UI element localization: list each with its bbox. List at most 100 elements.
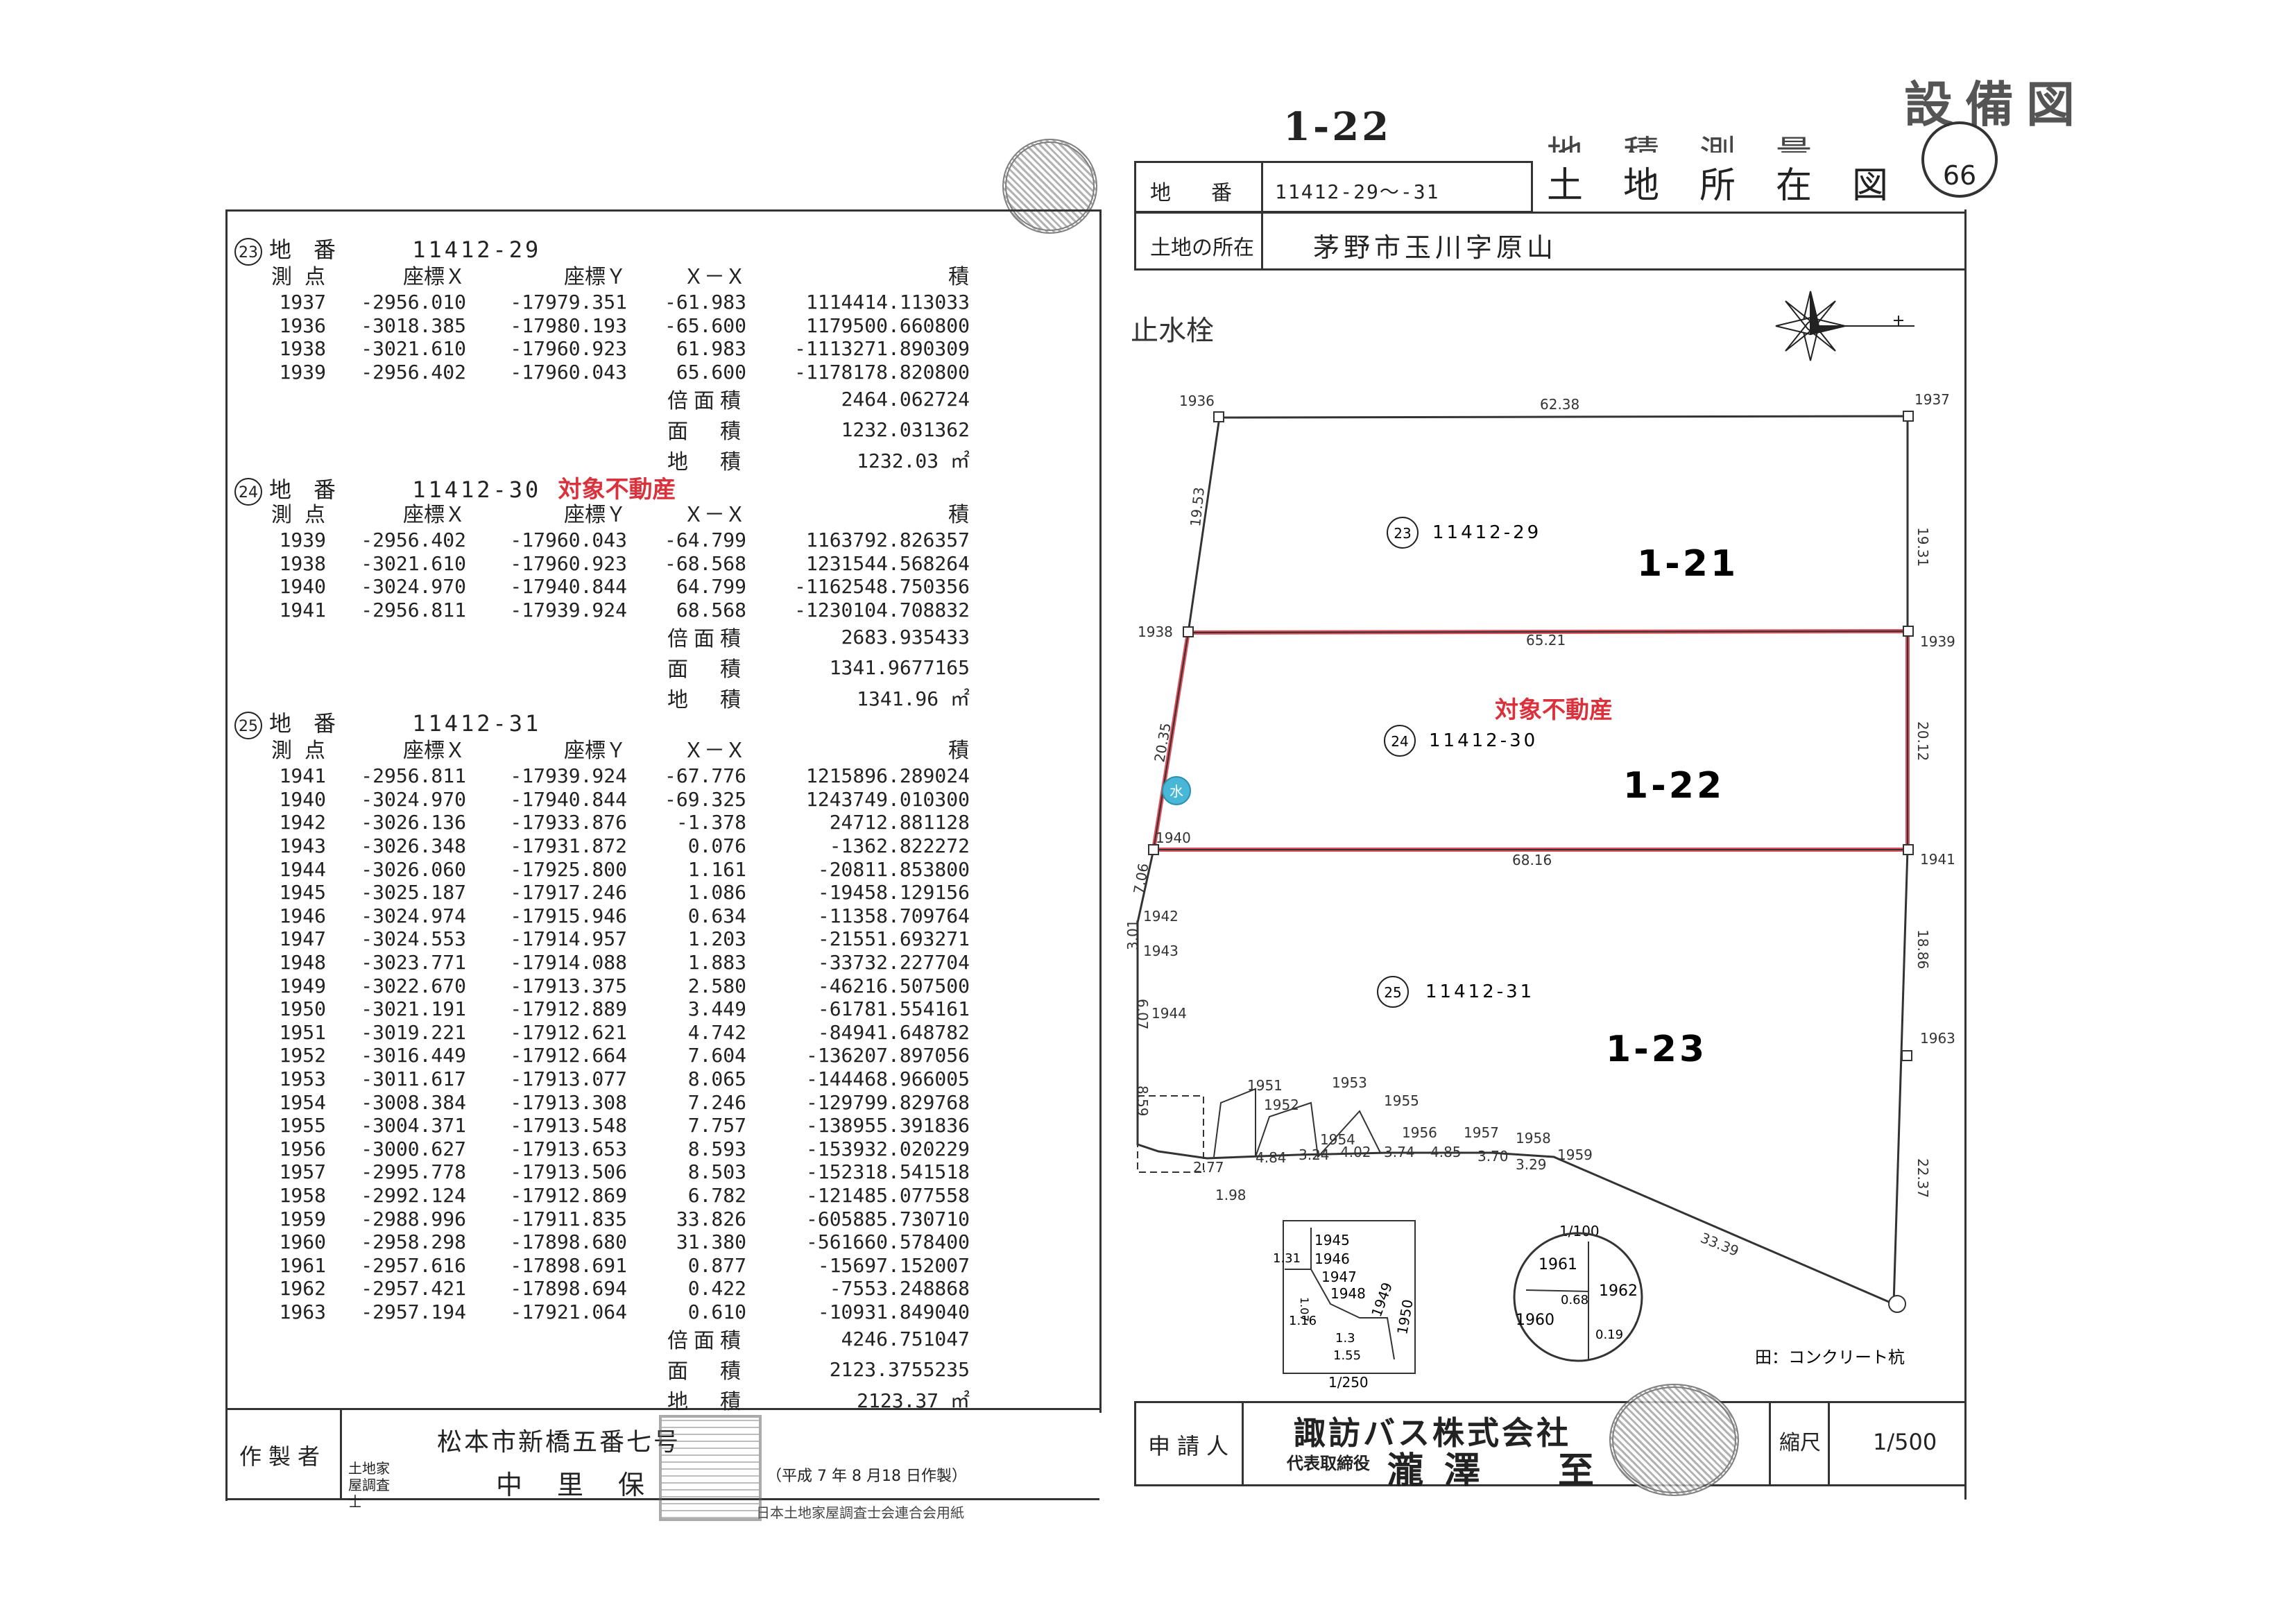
cell: -2957.421 xyxy=(361,1277,466,1300)
rule xyxy=(225,1408,1099,1410)
inset-distance: 1.55 xyxy=(1333,1348,1361,1363)
col-header: Ｘ－Ｘ xyxy=(683,739,746,763)
scale-value: 1/500 xyxy=(1873,1429,1937,1455)
cell: 1.203 xyxy=(687,927,746,951)
cell: 1215896.289024 xyxy=(805,764,970,788)
cell: -17912.664 xyxy=(510,1044,627,1067)
cell: -605885.730710 xyxy=(805,1207,970,1230)
cell: 1948 xyxy=(279,951,326,974)
point-markers xyxy=(1148,411,1914,1313)
cell: -3004.371 xyxy=(361,1114,466,1137)
chiban-box: 地 番 11412-29～-31 xyxy=(1134,161,1533,213)
cell: -7553.248868 xyxy=(829,1277,970,1300)
cell: -17980.193 xyxy=(510,314,627,337)
total-value: 2123.37 ㎡ xyxy=(857,1389,970,1413)
leader-lines xyxy=(1213,1088,1381,1159)
cell: 1955 xyxy=(279,1114,326,1137)
table-header: 測 点 座標Ｘ 座標Ｙ Ｘ－Ｘ 積 xyxy=(234,732,970,764)
cell: -17940.844 xyxy=(510,787,627,811)
inset-point-label: 1948 xyxy=(1330,1285,1366,1302)
cell: -1362.822272 xyxy=(829,834,970,858)
rule xyxy=(1261,163,1263,212)
cell: 1163792.826357 xyxy=(805,529,970,552)
cell: 1938 xyxy=(279,337,326,361)
total-label: 倍面積 xyxy=(667,389,746,414)
cell: 1963 xyxy=(279,1300,326,1323)
cell: 1939 xyxy=(279,529,326,552)
applicant-rep-name: 瀧澤 至 xyxy=(1387,1450,1616,1492)
distance-label: 3.29 xyxy=(1516,1156,1547,1173)
inset-point-label: 1962 xyxy=(1599,1282,1638,1300)
location-box: 土地の所在 茅野市玉川字原山 xyxy=(1134,212,1967,270)
cell: -17931.872 xyxy=(510,834,627,858)
total-label: 倍面積 xyxy=(667,627,746,652)
point-label: 1955 xyxy=(1384,1092,1419,1109)
cell: 1959 xyxy=(279,1207,326,1230)
cell: -2956.811 xyxy=(361,764,466,788)
cell: 64.799 xyxy=(676,575,746,599)
inset-point-label: 1960 xyxy=(1516,1312,1554,1329)
cell: 68.568 xyxy=(676,599,746,622)
cell: -561660.578400 xyxy=(805,1230,970,1254)
inset-distance: 1.31 xyxy=(1273,1251,1301,1266)
col-header: 積 xyxy=(948,265,969,289)
cell: -17913.548 xyxy=(510,1114,627,1137)
cell: -84941.648782 xyxy=(817,1020,970,1044)
inset-point-label: 1961 xyxy=(1539,1256,1577,1273)
distance-label: 22.37 xyxy=(1914,1158,1931,1198)
col-header: 積 xyxy=(948,739,969,763)
cell: -68.568 xyxy=(664,551,746,575)
target-property-map-label: 対象不動産 xyxy=(1495,696,1613,724)
cell: -3022.670 xyxy=(361,974,466,997)
cell: 65.600 xyxy=(676,361,746,384)
rule xyxy=(1134,1401,1136,1486)
point-label: 1942 xyxy=(1143,908,1179,925)
cell: -17912.621 xyxy=(510,1020,627,1044)
cell: -17940.844 xyxy=(510,575,627,599)
total-value: 1341.9677165 xyxy=(829,655,970,679)
rule xyxy=(225,209,1099,212)
north-arrow-icon xyxy=(1775,291,1914,361)
land-map: 水 止水栓 1936 1937 1938 1939 1940 xyxy=(1124,291,1955,1391)
maker-address: 松本市新橋五番七号 xyxy=(437,1428,681,1457)
inset-scale: 1/250 xyxy=(1328,1374,1369,1391)
cell: -17912.889 xyxy=(510,997,627,1021)
cell: 8.065 xyxy=(687,1067,746,1091)
cell: 8.503 xyxy=(687,1160,746,1184)
inset-point-label: 1946 xyxy=(1314,1251,1350,1267)
cell: 1.161 xyxy=(687,857,746,881)
cell: 31.380 xyxy=(676,1230,746,1254)
cell: 33.826 xyxy=(676,1207,746,1230)
cell: 1949 xyxy=(279,974,326,997)
inset-distance: 1.16 xyxy=(1289,1314,1317,1328)
parcel-circle xyxy=(1377,976,1409,1008)
location-label: 土地の所在 xyxy=(1150,236,1254,260)
chiban-label: 地 番 xyxy=(1150,181,1242,205)
total-value: 2464.062724 xyxy=(841,387,970,411)
parcel-circle xyxy=(1384,725,1416,757)
cell: -1113271.890309 xyxy=(794,337,970,361)
cell: 1.883 xyxy=(687,951,746,974)
cell: -3023.771 xyxy=(361,951,466,974)
cell: -17898.680 xyxy=(510,1230,627,1254)
inset-point-label: 1945 xyxy=(1314,1232,1350,1248)
applicant-label: 申請人 xyxy=(1148,1433,1236,1459)
cell: -61.983 xyxy=(664,291,746,314)
inset-point-label: 1947 xyxy=(1321,1269,1357,1285)
cell: -17913.308 xyxy=(510,1090,627,1114)
